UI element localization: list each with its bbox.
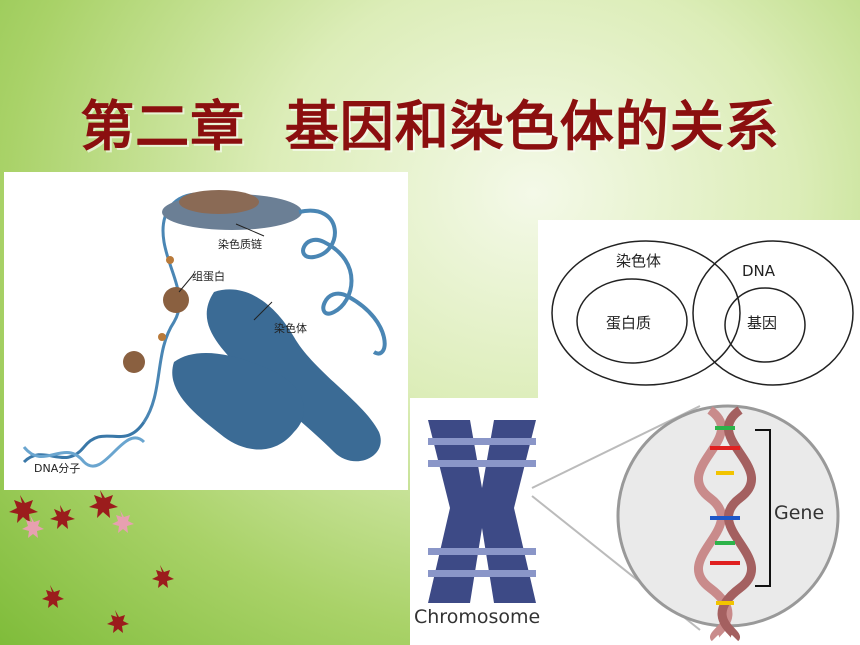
venn-label-chromosome: 染色体 [616,252,662,270]
chromosome-gene-drawing [428,404,840,642]
chromosome-gene-figure: Chromosome Gene [410,398,860,645]
chromosome-shape [428,420,536,603]
outer-circle-left [551,240,741,386]
maple-leaves-decoration [9,490,174,633]
label-chromosome: 染色体 [274,322,307,335]
dna-packing-figure: 染色质链 组蛋白 染色体 DNA分子 [4,172,408,490]
dna-packing-drawing [22,190,387,468]
label-chromatin-fiber: 染色质链 [218,238,262,251]
venn-diagram: 染色体 蛋白质 DNA 基因 [538,220,860,398]
venn-label-dna: DNA [742,262,776,280]
inner-circle-right [724,287,806,363]
gene-label: Gene [774,502,825,524]
chromosome-label: Chromosome [414,606,541,628]
outer-circle-right [692,240,854,386]
slide-title: 第二章 基因和染色体的关系 [80,95,780,158]
inner-circle-left [576,278,688,364]
venn-label-gene: 基因 [747,314,778,332]
venn-label-protein: 蛋白质 [606,314,652,332]
label-histone: 组蛋白 [192,270,225,283]
venn-circles [551,240,854,386]
label-dna-molecule: DNA分子 [34,462,81,475]
